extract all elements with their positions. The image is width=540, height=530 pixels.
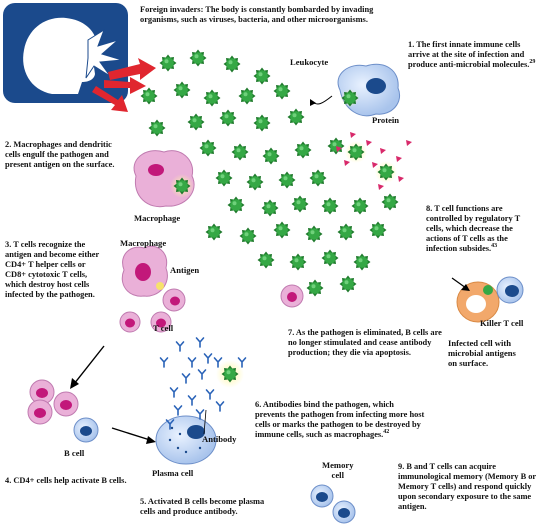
step1-ref: 29 (529, 59, 536, 66)
step5-text: 5. Activated B cells become plasma cells… (140, 497, 265, 516)
label-macrophage: Macrophage (134, 213, 181, 223)
antibody-pointer (203, 409, 207, 435)
spread-arrows (92, 58, 156, 112)
label-macrophage-2: Macrophage (120, 238, 167, 248)
step2-text: 2. Macrophages and dendritic cells engul… (5, 140, 115, 169)
label-tcell: T cell (153, 323, 174, 333)
label-leukocyte: Leukocyte (290, 57, 329, 67)
step1-text: 1. The first innate immune cells arrive … (408, 40, 536, 69)
macrophage-cell (133, 150, 195, 208)
arrow-to-plasma (111, 427, 151, 441)
apoptotic-bcell (280, 284, 304, 308)
memory-cells (310, 484, 356, 524)
antibodies (159, 337, 225, 430)
arrow-to-bcells (73, 345, 105, 385)
intro-text: Foreign invaders: The body is constantly… (140, 5, 374, 24)
label-antibody: Antibody (202, 434, 237, 444)
step4-text: 4. CD4+ cells help activate B cells. (5, 476, 127, 485)
label-plasma-cell: Plasma cell (152, 468, 194, 478)
bcell-cluster (27, 379, 99, 443)
step6-ref: 42 (383, 429, 390, 436)
step3-text: 3. T cells recognize the antigen and bec… (5, 240, 100, 299)
step9-text: 9. B and T cells can acquire immunologic… (398, 462, 536, 511)
step6-text: 6. Antibodies bind the pathogen, which p… (255, 400, 425, 439)
macrophage-tcell-group (119, 245, 186, 333)
antibody-bound-pathogen (213, 357, 247, 388)
sneezing-head-icon (3, 3, 128, 103)
antimicrobial-proteins (336, 132, 412, 190)
label-infected-cell: Infected cell with microbial antigens on… (448, 338, 516, 368)
step8-ref: 43 (491, 243, 498, 250)
label-bcell: B cell (64, 448, 85, 458)
plasma-cell (155, 415, 217, 465)
label-memory-cell: Memory cell (322, 460, 354, 480)
killer-tcell-group (451, 276, 524, 323)
label-protein: Protein (372, 115, 400, 125)
label-antigen: Antigen (170, 265, 200, 275)
label-killer-tcell: Killer T cell (480, 318, 524, 328)
step7-text: 7. As the pathogen is eliminated, B cell… (288, 328, 442, 357)
step8-text: 8. T cell functions are controlled by re… (426, 204, 521, 253)
leukocyte-cell (310, 63, 400, 117)
